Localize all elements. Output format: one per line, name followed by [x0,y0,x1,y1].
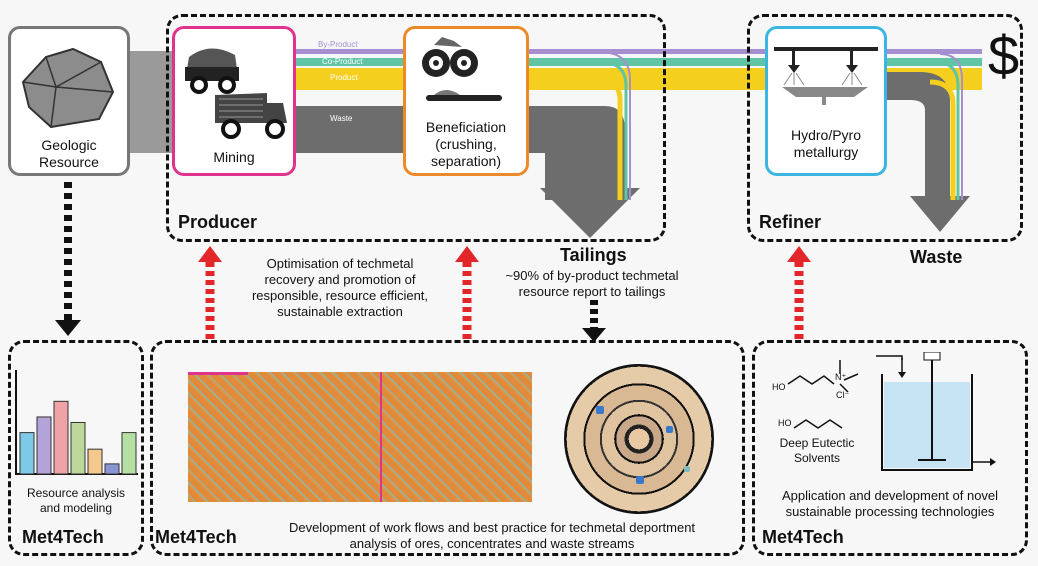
analysis-box [8,340,144,556]
histogram-bar [36,416,52,475]
beneficiation-box: Beneficiation (crushing, separation) [403,26,529,176]
refiner-box [747,14,1023,242]
producer-title: Producer [178,212,258,232]
resource-analysis-note: Resource analysis and modeling [26,486,126,515]
mining-box: Mining [172,26,296,176]
tailings-share-note: ~90% of by-product techmetal resource re… [505,268,679,299]
mining-truck-icon [185,48,287,139]
coproduct-label: Co-Product [322,57,363,66]
des-caption: Deep Eutectic Solvents [779,436,855,465]
met4tech-brand-middle: Met4Tech [155,527,237,547]
resource-histogram [15,370,138,475]
histogram-bar [121,432,137,475]
crusher-conveyor-icon [422,37,502,101]
product-label: Product [330,73,358,82]
refinery-box: Hydro/Pyro metallurgy [765,26,887,176]
geologic-resource-label: Geologic Resource [39,137,99,170]
refinery-waste-band [870,72,950,200]
processing-box [752,340,1028,556]
histogram-bar [87,448,103,475]
choline-chloride-structure [787,360,859,429]
histogram-bar [70,421,86,475]
reactor-tank-icon [876,352,996,471]
refinery-vessel-icon [774,47,878,105]
byproduct-label: By-Product [318,40,358,49]
refiner-title: Refiner [759,212,822,232]
geologic-resource-box: Geologic Resource [8,26,130,176]
mining-label: Mining [213,149,255,165]
down-arrow-analysis [55,320,81,336]
nitrogen-label: N⁺ [835,372,847,382]
revenue-dollar-sign: $ [988,24,1020,87]
red-up-arrow-producer-right [455,246,479,340]
refinery-label: Hydro/Pyro metallurgy [790,127,862,160]
optimisation-note: Optimisation of techmetal recovery and p… [251,256,429,319]
down-arrow-tailings [582,328,606,342]
waste-stream-label: Waste [330,114,353,123]
waste-arrowhead [910,196,970,232]
deportment-box [150,340,745,556]
met4tech-brand-right: Met4Tech [762,527,844,547]
tailings-title: Tailings [560,245,627,265]
beneficiation-label: Beneficiation (crushing, separation) [425,119,507,169]
hydroxyl-label-1: HO [772,382,786,392]
histogram-bar [53,400,69,475]
hydroxyl-label-2: HO [778,418,792,428]
chloride-label: Cl⁻ [836,390,850,400]
met4tech-brand-left: Met4Tech [22,527,104,547]
waste-title: Waste [910,247,963,267]
histogram-bar [104,463,120,475]
tailings-arrowhead [540,188,640,238]
ore-map-image [188,372,532,502]
particle-section-image [564,364,714,514]
rock-icon [21,47,115,129]
deportment-note: Development of work flows and best pract… [288,520,696,551]
producer-box [166,14,666,242]
processing-note: Application and development of novel sus… [781,488,999,519]
red-up-arrow-refiner [787,246,811,340]
histogram-bar [19,432,35,475]
ore-feed-band [130,51,172,153]
red-up-arrow-producer-left [198,246,222,340]
